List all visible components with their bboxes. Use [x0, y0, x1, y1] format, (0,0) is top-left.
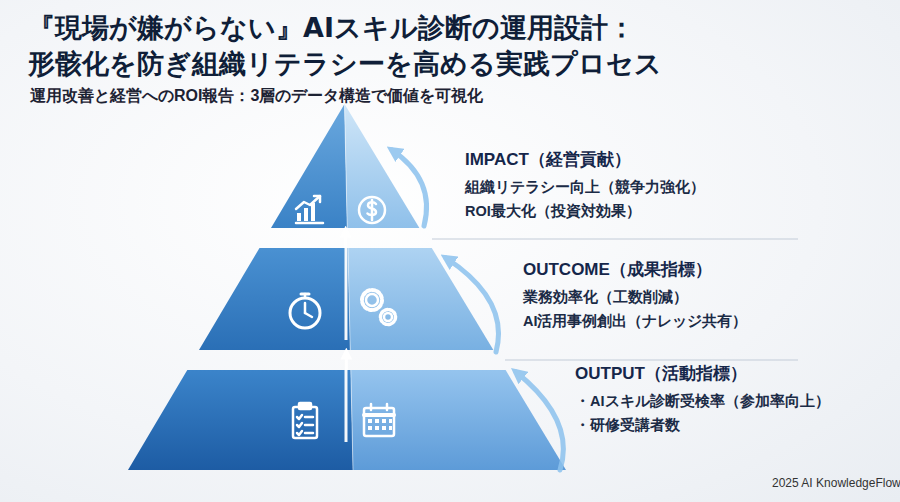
swoosh-arrow [392, 150, 427, 226]
tier-text: OUTPUT（活動指標） ・AIスキル診断受検率（参加率向上）・研修受講者数 [575, 362, 830, 437]
tier-ridge [348, 248, 350, 350]
tier-shape [128, 370, 566, 470]
clipboard-icon [293, 403, 317, 438]
tier-item: 組織リテラシー向上（競争力強化） [465, 175, 705, 199]
tier-ridge [351, 370, 353, 470]
tier-left-face [128, 370, 353, 470]
swoosh-arrow [446, 258, 499, 352]
tier-item: ・AIスキル診断受検率（参加率向上） [575, 389, 830, 413]
dollar-icon [359, 197, 385, 223]
pyramid-tier: OUTPUT（活動指標）・AIスキル診断受検率（参加率向上）・研修受講者数 [128, 370, 566, 470]
tier-ridge [345, 104, 348, 228]
stopwatch-icon [290, 294, 320, 328]
tier-heading: IMPACT（経営貢献） [465, 148, 705, 172]
tier-shape [199, 248, 493, 350]
gears-icon [362, 290, 396, 325]
tier-left-face [271, 104, 347, 228]
tier-item: AI活用事例創出（ナレッジ共有） [523, 309, 748, 333]
tier-heading: OUTCOME（成果指標） [523, 258, 748, 282]
flow-arrow [345, 350, 348, 370]
footer-label: 2025 AI KnowledgeFlow [772, 476, 900, 490]
tier-text: OUTCOME（成果指標） 業務効率化（工数削減）AI活用事例創出（ナレッジ共有） [523, 258, 748, 333]
tier-heading: OUTPUT（活動指標） [575, 362, 830, 386]
tier-icons [290, 196, 396, 438]
tier-shape [271, 104, 419, 228]
flow-stem [345, 370, 348, 442]
divider-line [505, 360, 798, 361]
tier-right-face [345, 104, 420, 228]
divider-line [432, 239, 798, 240]
flow-arrow [344, 228, 347, 248]
diagram-title: 『現場が嫌がらない』AIスキル診断の運用設計： 形骸化を防ぎ組織リテラシーを高め… [28, 10, 718, 82]
flow-stem [345, 248, 348, 340]
rising-swoosh-arrows [392, 150, 563, 470]
tier-item: ROI最大化（投資対効果） [465, 199, 705, 223]
tier-text: IMPACT（経営貢献） 組織リテラシー向上（競争力強化）ROI最大化（投資対効果… [465, 148, 705, 223]
flow-stems [345, 248, 348, 442]
chart-icon [296, 196, 323, 223]
pyramid-tier: OUTCOME（成果指標）業務効率化（工数削減）AI活用事例創出（ナレッジ共有） [199, 248, 493, 350]
pyramid-tier: IMPACT（経営貢献）組織リテラシー向上（競争力強化）ROI最大化（投資対効果… [271, 104, 419, 228]
divider-lines [432, 239, 798, 360]
swoosh-arrow [516, 372, 563, 470]
tier-item: 業務効率化（工数削減） [523, 285, 748, 309]
tier-item: ・研修受講者数 [575, 413, 830, 437]
tier-right-face [348, 248, 493, 350]
tier-left-face [199, 248, 350, 350]
tier-right-face [351, 370, 566, 470]
calendar-icon [364, 404, 394, 436]
subtitle-label: 運用改善と経営へのROI報告：3層のデータ構造で価値を可視化 [30, 86, 483, 107]
